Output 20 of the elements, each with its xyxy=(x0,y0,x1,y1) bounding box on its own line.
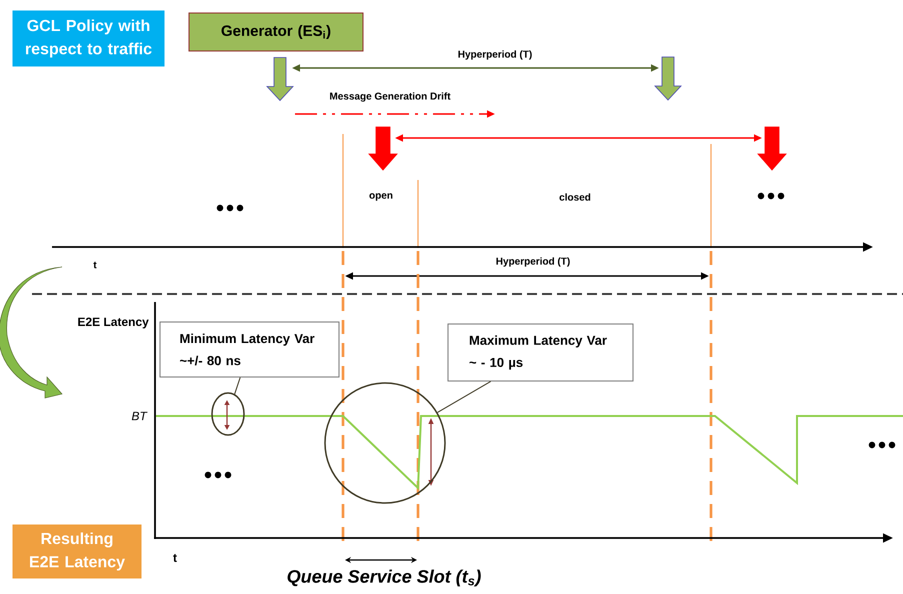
gate-state-label: closed xyxy=(560,193,590,201)
generator-box: Generator (ES$_{i}$) xyxy=(188,12,364,52)
highlight-ellipse xyxy=(211,392,245,436)
callout-box: Minimum Latency Var ~+/- 80 ns xyxy=(160,322,340,378)
axis-label: E2E Latency xyxy=(78,318,149,328)
axis-label: t xyxy=(93,262,97,268)
leader-line xyxy=(437,381,492,413)
leader-line xyxy=(234,377,241,395)
block-arrow xyxy=(266,57,294,102)
drift-label: Message Generation Drift xyxy=(330,92,450,102)
slot-label: Queue Service Slot (t$_{s}$) xyxy=(288,570,481,586)
callout-box: Maximum Latency Var ~ - 10 µs xyxy=(448,324,634,382)
axis-tick-label: BT xyxy=(132,412,148,420)
title-box: GCL Policy with respect to traffic xyxy=(12,10,164,66)
result-box: Resulting E2E Latency xyxy=(12,524,142,578)
dimension-label: Hyperperiod (T) xyxy=(458,50,532,60)
highlight-circle xyxy=(324,382,446,504)
dimension-label: Hyperperiod (T) xyxy=(496,257,570,267)
gate-state-label: open xyxy=(369,193,392,201)
axis-label: t xyxy=(173,554,177,562)
